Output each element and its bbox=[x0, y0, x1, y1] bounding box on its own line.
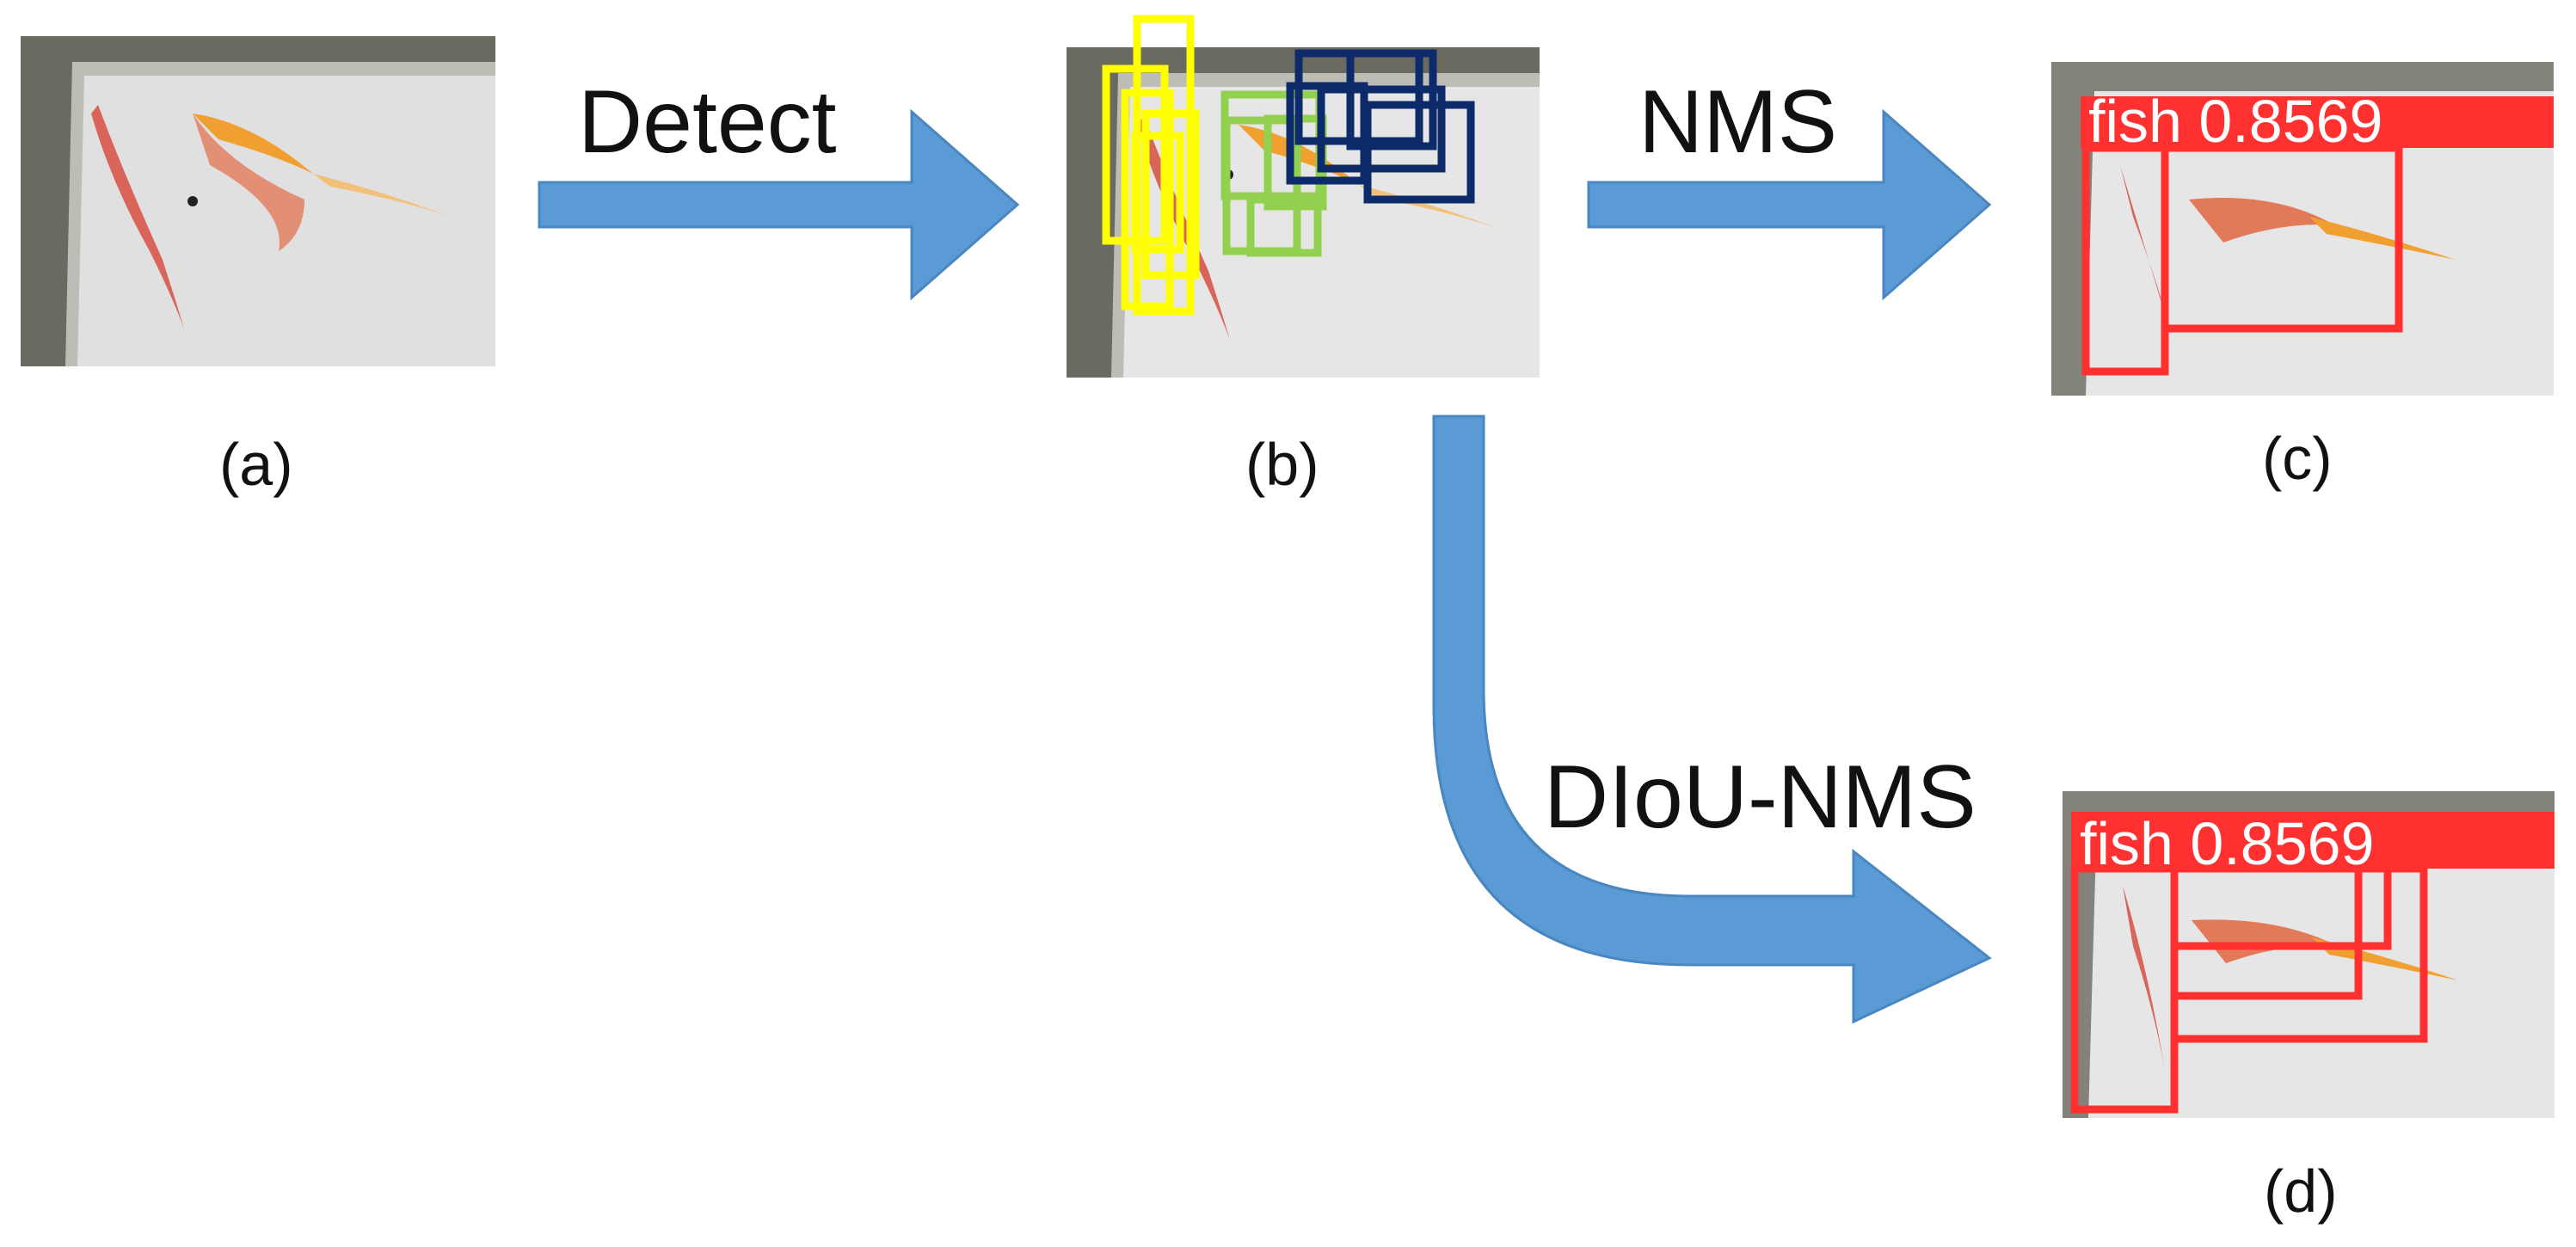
detect-arrow bbox=[538, 108, 1020, 301]
navy-box bbox=[1286, 82, 1368, 185]
nms-arrow bbox=[1587, 108, 1992, 301]
panel-d-image bbox=[2063, 791, 2554, 1118]
panel-a-image bbox=[21, 36, 495, 366]
panel-d-detection-label: fish 0.8569 bbox=[2080, 810, 2375, 877]
panel-b-detection-boxes bbox=[1102, 15, 1475, 316]
detect-label: Detect bbox=[578, 72, 837, 172]
panel-a-caption: (a) bbox=[219, 431, 293, 498]
panel-d-caption: (d) bbox=[2264, 1158, 2338, 1225]
panel-b-caption: (b) bbox=[1245, 431, 1319, 498]
navy-box bbox=[1317, 85, 1446, 173]
yellow-box bbox=[1141, 109, 1200, 280]
panel-c-detection-label: fish 0.8569 bbox=[2088, 88, 2383, 155]
yellow-box bbox=[1131, 132, 1184, 254]
panel-c-image bbox=[2051, 62, 2554, 396]
panel-c-caption: (c) bbox=[2262, 425, 2333, 492]
diou-nms-arrow bbox=[1432, 415, 1992, 1024]
diou-nms-label: DIoU-NMS bbox=[1544, 747, 1977, 847]
navy-box bbox=[1346, 49, 1437, 150]
green-box bbox=[1246, 195, 1322, 257]
yellow-box bbox=[1121, 89, 1174, 310]
nms-label: NMS bbox=[1638, 72, 1838, 172]
